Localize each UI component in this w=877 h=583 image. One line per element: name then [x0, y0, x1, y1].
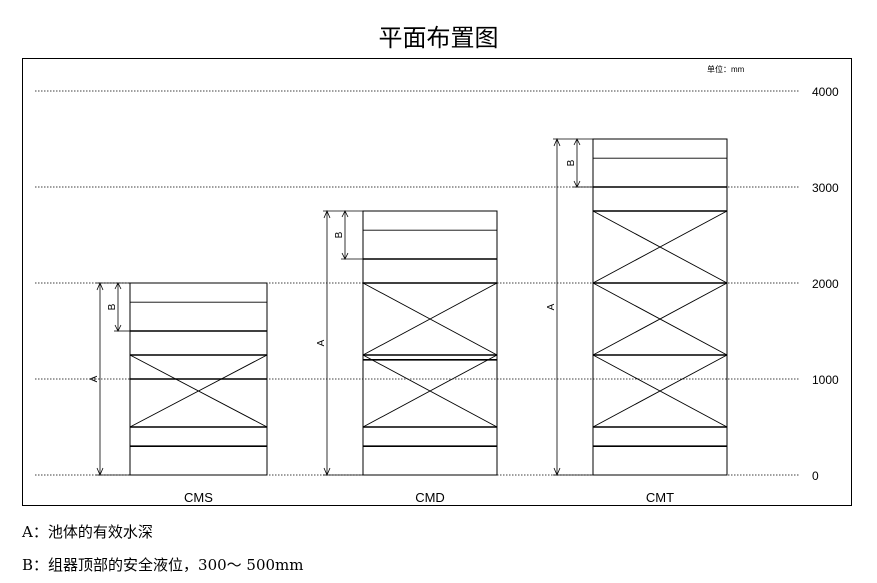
arrowhead [341, 252, 349, 260]
column-cmt: CMT A B [546, 137, 728, 505]
unit-label: 单位：mm [707, 64, 745, 74]
column-outline [362, 210, 498, 476]
cross-line [362, 282, 498, 356]
arrowhead [323, 467, 331, 477]
dim-b-label: B [334, 231, 345, 238]
note-b: B：组器顶部的安全液位，300～ 500mm [22, 556, 304, 574]
y-tick-label: 2000 [812, 277, 839, 291]
column-label: CMT [646, 490, 674, 505]
y-tick-label: 0 [812, 469, 819, 483]
arrowhead [114, 282, 122, 290]
cross-line [592, 354, 728, 428]
column-cms: CMS A B [89, 281, 268, 505]
column-label: CMS [184, 490, 213, 505]
arrowhead [573, 138, 581, 146]
column-label: CMD [415, 490, 445, 505]
dim-b-label: B [107, 303, 118, 310]
y-tick-label: 1000 [812, 373, 839, 387]
arrowhead [323, 209, 331, 219]
dim-b-label: B [566, 159, 577, 166]
page-title: 平面布置图 [378, 24, 499, 52]
dim-a-label: A [546, 303, 557, 310]
arrowhead [96, 281, 104, 291]
column-cmd: CMD A B [316, 209, 498, 505]
note-a: A：池体的有效水深 [22, 523, 153, 541]
arrowhead [553, 137, 561, 147]
column-outline [592, 138, 728, 476]
diagram-frame [22, 58, 852, 506]
cross-line [592, 210, 728, 284]
y-tick-label: 4000 [812, 85, 839, 99]
y-tick-label: 3000 [812, 181, 839, 195]
arrowhead [573, 180, 581, 188]
arrowhead [114, 324, 122, 332]
cross-line [129, 354, 268, 428]
arrowhead [341, 210, 349, 218]
cross-line [362, 354, 498, 428]
dim-a-label: A [89, 375, 100, 382]
arrowhead [553, 467, 561, 477]
cross-line [592, 282, 728, 356]
arrowhead [96, 467, 104, 477]
dim-a-label: A [316, 339, 327, 346]
